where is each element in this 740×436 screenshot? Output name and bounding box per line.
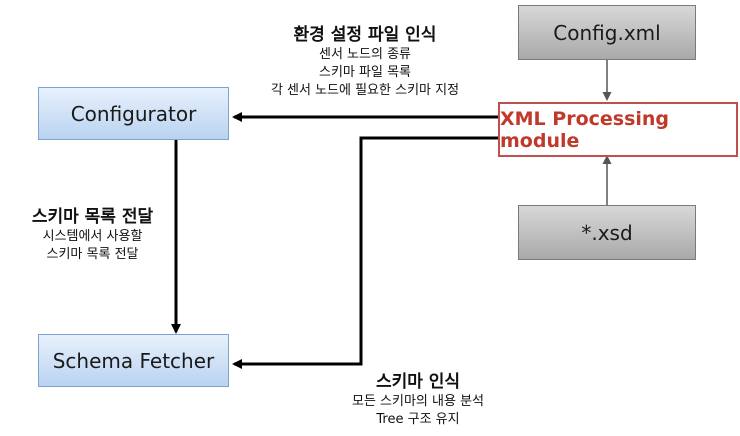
schema-recognition-annotation: 스키마 인식 모든 스키마의 내용 분석 Tree 구조 유지: [318, 371, 518, 429]
schema-list-line-2: 스키마 목록 전달: [46, 247, 139, 262]
schema-recognition-line-2: Tree 구조 유지: [376, 412, 460, 427]
xsd-box: *.xsd: [518, 205, 696, 260]
xml-processing-module-label: XML Processing module: [500, 107, 670, 152]
env-config-title: 환경 설정 파일 인식: [293, 25, 437, 45]
schema-list-annotation: 스키마 목록 전달 시스템에서 사용할 스키마 목록 전달: [0, 206, 185, 264]
schema-list-line-1: 시스템에서 사용할: [42, 229, 143, 244]
env-config-line-1: 센서 노드의 종류: [319, 47, 411, 62]
schema-recognition-line-1: 모든 스키마의 내용 분석: [352, 394, 484, 409]
configurator-label: Configurator: [70, 101, 197, 126]
schema-fetcher-label: Schema Fetcher: [52, 348, 215, 373]
xml-processing-module-box: XML Processing module: [498, 102, 738, 157]
arrow-module-to-schema-fetcher: [232, 136, 498, 369]
env-config-line-3: 각 센서 노드에 필요한 스키마 지정: [270, 83, 460, 98]
env-config-annotation: 환경 설정 파일 인식 센서 노드의 종류 스키마 파일 목록 각 센서 노드에…: [220, 24, 510, 100]
configurator-box: Configurator: [38, 87, 229, 140]
schema-recognition-title: 스키마 인식: [375, 372, 461, 392]
schema-fetcher-box: Schema Fetcher: [38, 334, 229, 387]
env-config-line-2: 스키마 파일 목록: [319, 65, 411, 80]
xsd-label: *.xsd: [581, 220, 633, 245]
schema-list-title: 스키마 목록 전달: [31, 207, 154, 227]
config-xml-label: Config.xml: [553, 20, 661, 45]
config-xml-box: Config.xml: [518, 5, 696, 60]
